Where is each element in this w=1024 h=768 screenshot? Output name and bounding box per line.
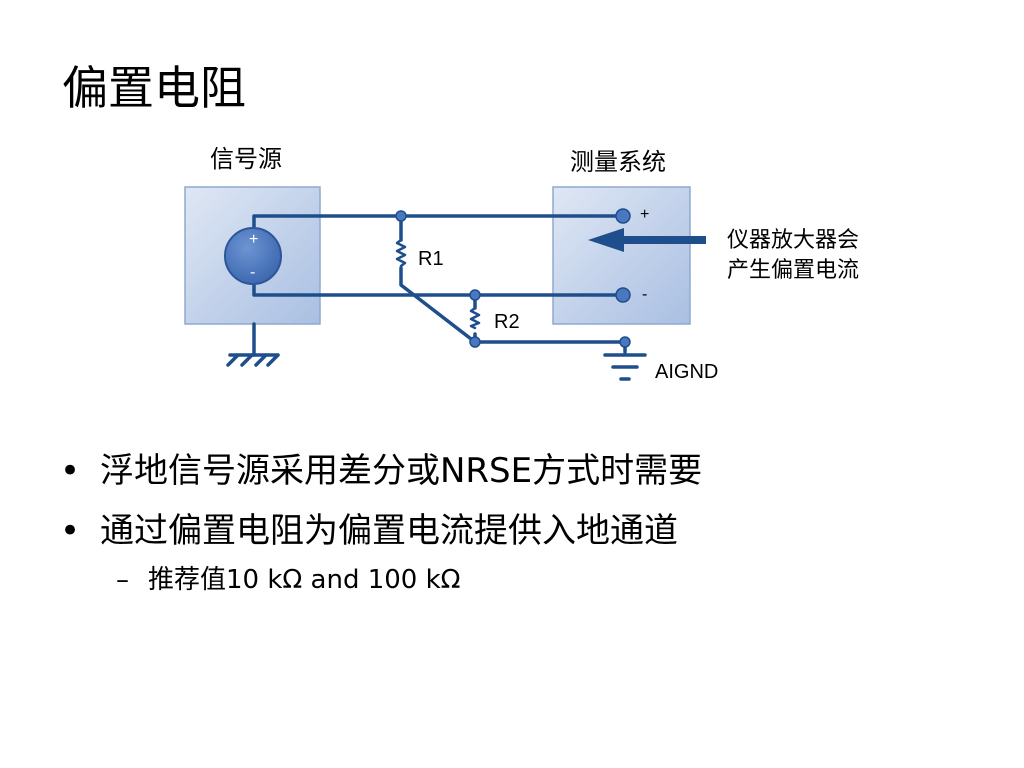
input-minus-terminal	[615, 287, 631, 303]
input-plus-terminal	[615, 208, 631, 224]
r1-branch	[399, 214, 477, 344]
aignd-label: AIGND	[655, 361, 719, 383]
r2-label: R2	[494, 311, 520, 333]
bias-resistor-diagram	[184, 186, 706, 381]
positive-wire	[252, 214, 625, 234]
source-ground-symbol	[226, 353, 280, 367]
r2-resistor	[469, 306, 481, 330]
node-aignd	[619, 336, 631, 348]
bullet-icon: •	[60, 451, 81, 491]
bullet-item: • 浮地信号源采用差分或NRSE方式时需要	[60, 448, 702, 494]
bullet-text: 通过偏置电阻为偏置电流提供入地通道	[100, 511, 678, 551]
amplifier-bias-note: 仪器放大器会 产生偏置电流	[727, 226, 859, 286]
amplifier-bias-note-line1: 仪器放大器会	[727, 228, 860, 253]
sub-bullet: –推荐值10 kΩ and 100 kΩ	[116, 562, 461, 598]
bullet-item: • 通过偏置电阻为偏置电流提供入地通道	[60, 508, 702, 554]
node-top-r1	[395, 210, 407, 222]
r1-label: R1	[418, 248, 444, 270]
amplifier-bias-note-line2: 产生偏置电流	[727, 258, 860, 283]
bullet-icon: •	[60, 511, 81, 551]
signal-source-label: 信号源	[210, 145, 282, 173]
measurement-system-box	[552, 186, 691, 325]
source-plus-sign: +	[249, 231, 259, 248]
bias-current-arrow-icon	[588, 228, 706, 252]
r1-resistor	[395, 238, 407, 268]
measurement-system-label: 测量系统	[570, 148, 666, 176]
aignd-ground-symbol	[603, 353, 647, 381]
sub-bullet-dash: –	[116, 565, 129, 595]
sub-bullet-text: 推荐值10 kΩ and 100 kΩ	[148, 565, 461, 595]
bullet-list: • 浮地信号源采用差分或NRSE方式时需要 • 通过偏置电阻为偏置电流提供入地通…	[60, 448, 702, 568]
node-bottom-r2	[469, 289, 481, 301]
bullet-text: 浮地信号源采用差分或NRSE方式时需要	[100, 451, 703, 491]
slide-title: 偏置电阻	[62, 61, 246, 115]
input-plus-sign: +	[640, 206, 650, 223]
node-r2-ground	[469, 336, 481, 348]
voltage-source-icon	[224, 227, 282, 285]
source-minus-sign: -	[250, 264, 256, 281]
aignd-wire	[473, 340, 627, 354]
input-minus-sign: -	[642, 286, 648, 303]
